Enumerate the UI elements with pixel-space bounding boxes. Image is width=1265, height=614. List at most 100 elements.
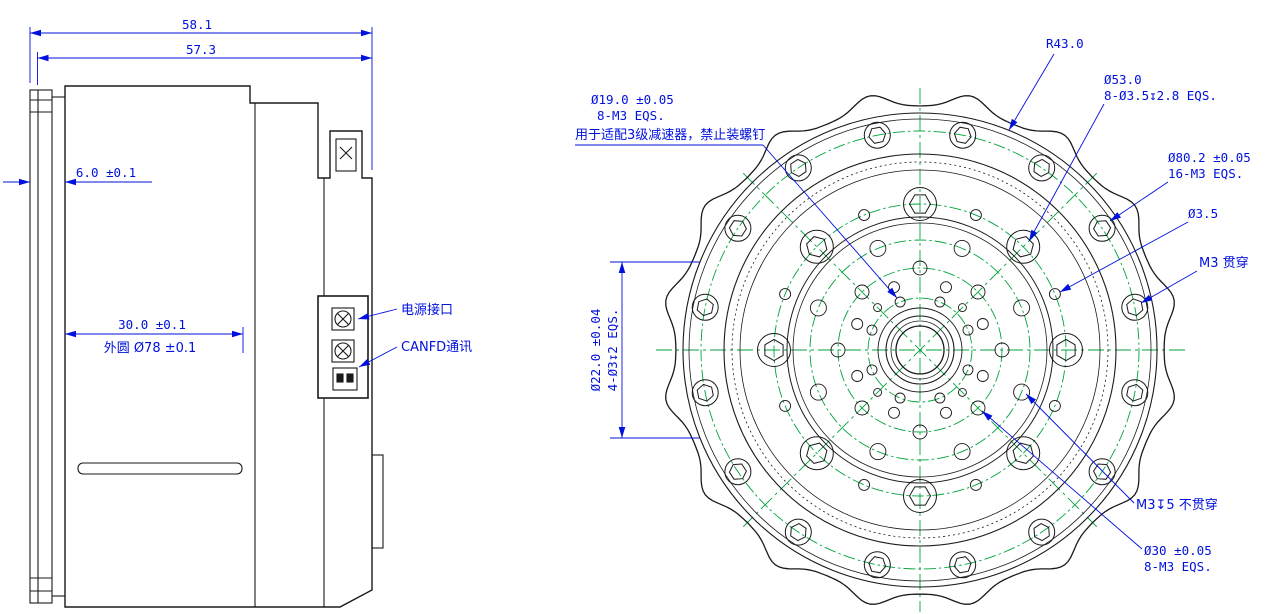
hole-bc30-m3 xyxy=(854,284,870,300)
dim-flange-thickness: 6.0 ±0.1 xyxy=(76,165,136,180)
outer-bolt xyxy=(784,518,812,546)
hole-bc30-m3 xyxy=(830,342,846,358)
side-boss xyxy=(371,454,384,549)
outer-bolt xyxy=(691,293,719,321)
outer-bolt-hex-socket xyxy=(790,523,807,542)
knurl-band xyxy=(731,161,1109,539)
hole-bc19-m3 xyxy=(962,364,974,376)
arrowhead xyxy=(618,262,626,273)
arrowhead xyxy=(887,287,897,298)
dimension-lines xyxy=(3,27,1198,550)
arrowhead xyxy=(358,313,370,320)
hole-4x-dia3 xyxy=(957,303,967,313)
hole-inner xyxy=(888,406,900,419)
dim-outer-circle: 外圆 Ø78 ±0.1 xyxy=(104,341,197,356)
body-slot xyxy=(77,462,243,475)
mid-bolt xyxy=(799,436,834,471)
hole-bc30-m3 xyxy=(912,260,928,276)
mid-bolt-hex-socket xyxy=(806,236,828,258)
hole-bc19-m3 xyxy=(934,392,946,404)
bolt-circle-r52 xyxy=(867,297,973,403)
face-ring-r24 xyxy=(895,325,945,375)
arrowhead xyxy=(1029,229,1038,241)
power-terminal-housing xyxy=(331,307,355,331)
mid-bolt-hex-socket xyxy=(1012,236,1034,258)
outer-bolt-hex-socket xyxy=(953,126,972,144)
callout-hole35: Ø3.5 xyxy=(1188,206,1218,221)
arrowhead xyxy=(1060,283,1072,292)
label-power-interface: 电源接口 xyxy=(401,302,453,318)
outer-bolt-hex-socket xyxy=(728,463,747,480)
hole-bc19-m3 xyxy=(934,296,946,308)
outer-bolt-hex-socket xyxy=(1033,523,1050,542)
arrowhead xyxy=(361,29,372,37)
terminal-cross xyxy=(337,313,349,325)
leader-line xyxy=(1008,53,1055,131)
dim-inner-width: 57.3 xyxy=(186,42,216,57)
hole-m3-blind xyxy=(809,383,827,401)
mid-bolt-hex-socket xyxy=(806,442,828,464)
hole-bc19-m3 xyxy=(866,324,878,336)
outer-bolt-hex-socket xyxy=(1033,158,1050,177)
hole-inner xyxy=(940,281,952,294)
outer-bolt xyxy=(1121,379,1149,407)
hole-4x-dia3 xyxy=(873,387,883,397)
arrowhead xyxy=(37,54,49,62)
mid-bolt xyxy=(903,187,937,221)
callout-bore22-dia: Ø22.0 ±0.04 xyxy=(588,309,603,392)
mid-bolt-hex-socket xyxy=(1012,442,1034,464)
hole-m3-through xyxy=(858,478,871,491)
bolt-circle-r82 xyxy=(837,267,1003,433)
face-ring-r196 xyxy=(723,153,1117,547)
outer-bolt xyxy=(724,458,752,486)
hole-m3-blind xyxy=(1013,383,1031,401)
front-view xyxy=(656,88,1186,612)
outer-bolt xyxy=(863,121,891,149)
top-connector-detail xyxy=(339,146,353,160)
callout-bc80-holes: 16-M3 EQS. xyxy=(1168,166,1243,181)
face-ring-r133 xyxy=(786,216,1054,484)
flange-outer-plate xyxy=(29,89,53,604)
leader-line xyxy=(981,410,1143,550)
hole-bc30-m3 xyxy=(854,400,870,416)
hole-inner xyxy=(976,370,989,382)
dim-total-width: 58.1 xyxy=(182,17,212,32)
callout-bc19-note: 用于适配3级减速器，禁止装螺钉 xyxy=(575,128,765,143)
arrowhead xyxy=(1110,212,1121,221)
mid-bolt xyxy=(799,229,834,264)
outer-bolt-hex-socket xyxy=(1126,383,1144,402)
hole-m3-through xyxy=(779,399,792,412)
callout-bc53-holes: 8-Ø3.5↧2.8 EQS. xyxy=(1104,88,1217,103)
hole-m3-blind xyxy=(869,239,887,257)
mid-bolt xyxy=(1049,333,1083,367)
hole-bc30-m3 xyxy=(912,424,928,440)
canfd-pin xyxy=(346,373,354,383)
arrowhead xyxy=(361,54,372,62)
dim-body-length: 30.0 ±0.1 xyxy=(118,317,186,332)
mid-bolt xyxy=(757,333,791,367)
outer-bolt xyxy=(784,154,812,182)
callout-bc53-dia: Ø53.0 xyxy=(1104,72,1142,87)
hole-bc19-m3 xyxy=(894,392,906,404)
arrowhead xyxy=(359,359,371,367)
mid-bolt xyxy=(1006,229,1041,264)
hole-bc19-m3 xyxy=(894,296,906,308)
callout-m3-through: M3 贯穿 xyxy=(1199,255,1249,271)
top-connector-housing xyxy=(335,138,357,172)
mid-bolt xyxy=(903,479,937,513)
outer-bolt-hex-socket xyxy=(790,158,807,177)
mid-bolt-hex-socket xyxy=(764,338,784,362)
face-ring-r180 xyxy=(739,169,1101,531)
hole-m3-through xyxy=(779,288,792,301)
hole-m3-blind xyxy=(953,443,971,461)
canfd-pin xyxy=(336,373,344,383)
hole-m3-through xyxy=(1048,288,1061,301)
callout-bc19-dia: Ø19.0 ±0.05 xyxy=(591,92,674,107)
power-terminal-screw xyxy=(334,310,352,328)
connector-block xyxy=(317,295,369,399)
outer-bolt xyxy=(1121,293,1149,321)
mid-bolt-hex-socket xyxy=(1056,338,1076,362)
annotation-texts: 58.1 57.3 6.0 ±0.1 30.0 ±0.1 外圆 Ø78 ±0.1… xyxy=(76,17,1251,574)
bolt-circle-r146 xyxy=(773,203,1067,497)
